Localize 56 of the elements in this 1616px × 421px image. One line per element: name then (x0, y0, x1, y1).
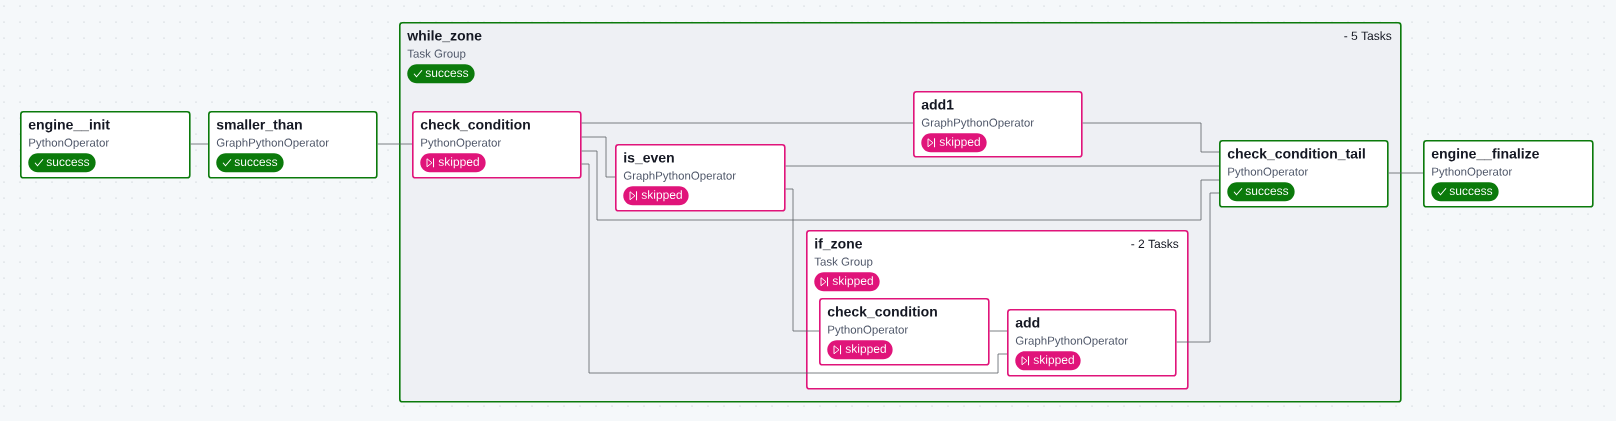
status-badge: skipped (814, 272, 880, 292)
task-box (1219, 140, 1389, 208)
connector-line (1388, 172, 1424, 174)
connector-line (1082, 122, 1220, 153)
task-box (913, 91, 1083, 158)
task-name: check_condition (827, 306, 937, 319)
task-name: add (1015, 317, 1040, 328)
task-name: smaller_than (216, 119, 302, 132)
operator-label: PythonOperator (1228, 167, 1309, 178)
task-name: is_even (624, 152, 674, 165)
task-box (819, 298, 990, 366)
connector-line (785, 188, 820, 332)
task-name: engine__finalize (1431, 148, 1539, 162)
connector-line (1176, 192, 1220, 343)
operator-label: PythonOperator (29, 138, 109, 149)
status-badge: success (28, 153, 96, 173)
status-badge: skipped (921, 133, 987, 153)
operator-label: Task Group (814, 257, 873, 268)
operator-label: PythonOperator (828, 325, 908, 336)
connector-line (989, 330, 1008, 332)
task-name: add1 (921, 99, 954, 110)
task-count: - 2 Tasks (1131, 239, 1179, 249)
status-badge: success (216, 153, 284, 173)
task-name: if_zone (815, 238, 862, 251)
task-name: check_condition_tail (1227, 148, 1365, 161)
operator-label: PythonOperator (1432, 167, 1513, 178)
operator-label: GraphPythonOperator (1015, 336, 1128, 347)
connector-line (785, 165, 1220, 167)
status-badge: skipped (1015, 351, 1081, 371)
connector-line (581, 163, 1008, 374)
task-box (20, 111, 191, 179)
connector-line (581, 122, 914, 124)
status-badge: success (407, 64, 475, 84)
operator-label: GraphPythonOperator (623, 171, 736, 182)
task-box (615, 144, 786, 212)
task-name: check_condition (420, 119, 530, 132)
status-badge: skipped (420, 153, 486, 173)
status-badge: skipped (623, 186, 689, 206)
task-count: - 5 Tasks (1344, 31, 1392, 41)
connector-line (581, 150, 1220, 221)
status-badge: success (1227, 182, 1295, 202)
operator-label: PythonOperator (421, 138, 501, 149)
operator-label: GraphPythonOperator (216, 138, 329, 149)
status-badge: success (1431, 182, 1499, 202)
task-box (208, 111, 378, 179)
connector-line (190, 143, 209, 145)
task-box (1007, 309, 1177, 377)
operator-label: Task Group (407, 49, 466, 60)
status-badge: skipped (827, 340, 893, 360)
task-name: engine__init (28, 119, 110, 133)
connector-line (377, 143, 413, 145)
operator-label: GraphPythonOperator (921, 118, 1034, 129)
task-name: while_zone (407, 30, 482, 43)
task-box (412, 111, 582, 179)
connector-line (581, 136, 616, 178)
task-box (1423, 140, 1594, 208)
